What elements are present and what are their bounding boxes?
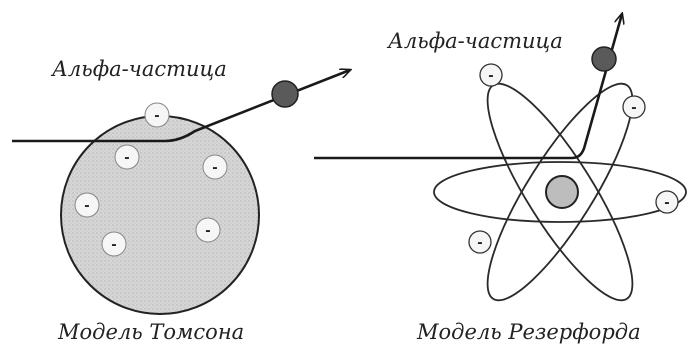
rutherford-caption: Модель Резерфорда xyxy=(416,320,641,344)
electron: - xyxy=(101,231,127,257)
electron: - xyxy=(468,230,492,254)
orbit-tilted-right xyxy=(486,82,634,302)
rutherford-alpha-trajectory xyxy=(314,14,622,160)
electron-sign: - xyxy=(154,109,159,124)
electron: - xyxy=(195,217,221,243)
electron: - xyxy=(202,154,228,180)
electron: - xyxy=(114,144,140,170)
electron-sign: - xyxy=(84,199,89,214)
orbit-horizontal xyxy=(433,161,687,223)
thomson-electrons: - - - - - - xyxy=(74,102,228,257)
electron-sign: - xyxy=(205,224,210,239)
electron-sign: - xyxy=(212,161,217,176)
electron-sign: - xyxy=(477,236,482,251)
electron-sign: - xyxy=(111,238,116,253)
thomson-alpha-trajectory xyxy=(12,70,350,143)
electron: - xyxy=(74,192,100,218)
rutherford-alpha-label: Альфа-частица xyxy=(386,29,563,53)
rutherford-electrons: - - - - xyxy=(468,63,679,254)
electron: - xyxy=(655,190,679,214)
thomson-alpha-particle xyxy=(271,80,299,108)
electron: - xyxy=(479,63,503,87)
rutherford-model: - - - - Альфа-частица Модель Резерфорда xyxy=(314,14,687,344)
electron: - xyxy=(144,102,170,128)
rutherford-alpha-particle xyxy=(591,46,617,72)
thomson-model: - - - - - - Альфа xyxy=(12,57,350,344)
rutherford-orbits xyxy=(433,82,687,302)
electron-sign: - xyxy=(631,101,636,116)
rutherford-nucleus xyxy=(545,175,579,209)
electron-sign: - xyxy=(124,151,129,166)
electron: - xyxy=(622,95,646,119)
electron-sign: - xyxy=(488,69,493,84)
electron-sign: - xyxy=(664,196,669,211)
thomson-alpha-label: Альфа-частица xyxy=(50,57,227,81)
thomson-caption: Модель Томсона xyxy=(57,320,244,344)
